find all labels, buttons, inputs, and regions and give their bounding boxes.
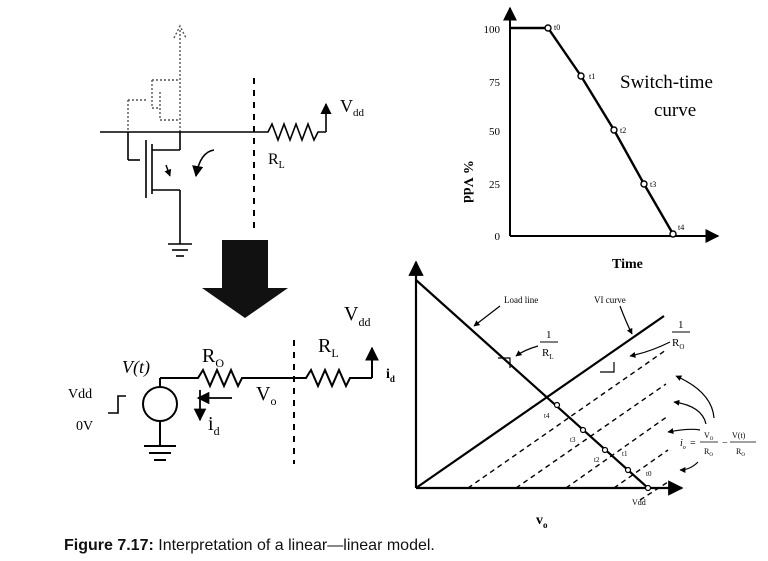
switch-ylabel: % Vdd bbox=[460, 160, 475, 203]
vi-point-t3 bbox=[579, 426, 587, 434]
switch-point-t3 bbox=[640, 180, 648, 188]
ytick-0: 0 bbox=[495, 231, 501, 243]
top-rl-label: RL bbox=[268, 151, 285, 171]
switch-label-t4: t4 bbox=[678, 223, 684, 232]
equation-arrows bbox=[667, 375, 715, 473]
svg-text:1: 1 bbox=[546, 329, 552, 341]
current-arrow-icon bbox=[192, 149, 215, 178]
bottom-vdd-label: Vdd bbox=[344, 303, 370, 329]
source-high-label: Vdd bbox=[68, 387, 92, 402]
switch-point-t2 bbox=[610, 126, 618, 134]
vi-point-t2 bbox=[601, 446, 609, 454]
vi-label-t2: t2 bbox=[594, 456, 600, 464]
top-transistor-circuit: Vdd RL bbox=[100, 24, 365, 257]
svg-text:=: = bbox=[690, 438, 696, 449]
vo-label: Vo bbox=[256, 383, 276, 408]
vi-point-t4 bbox=[553, 401, 561, 409]
slope-ro-fraction: 1 RO bbox=[672, 319, 690, 351]
vi-curve bbox=[415, 315, 665, 489]
vi-vdd-tick: Vdd bbox=[632, 498, 646, 507]
ytick-75: 75 bbox=[489, 77, 501, 89]
source-low-label: 0V bbox=[76, 419, 93, 434]
resistor-ro bbox=[192, 367, 300, 389]
ytick-50: 50 bbox=[489, 126, 501, 138]
svg-text:−: − bbox=[722, 438, 728, 449]
load-line-label: Load line bbox=[504, 295, 538, 305]
switch-curve bbox=[510, 26, 675, 235]
svg-text:io: io bbox=[680, 438, 686, 451]
switch-label-t0: t0 bbox=[554, 23, 560, 32]
slope-triangle-rl bbox=[498, 357, 511, 368]
id-label: id bbox=[208, 413, 220, 438]
switch-point-t1 bbox=[577, 72, 585, 80]
caption-label: Figure 7.17: bbox=[64, 537, 154, 554]
vi-label-t3: t3 bbox=[570, 436, 576, 444]
vi-point-t0 bbox=[644, 484, 652, 492]
switch-label-t2: t2 bbox=[620, 126, 626, 135]
vi-curve-label: VI curve bbox=[594, 295, 626, 305]
resistor-rl-bottom bbox=[300, 367, 372, 389]
figure-caption: Figure 7.17: Interpretation of a linear—… bbox=[64, 537, 435, 555]
vi-label-t1: t1 bbox=[622, 450, 628, 458]
load-line bbox=[415, 279, 649, 489]
svg-text:RO: RO bbox=[672, 337, 684, 351]
switch-point-t0 bbox=[544, 24, 552, 32]
svg-text:RL: RL bbox=[542, 347, 554, 361]
svg-text:RO: RO bbox=[704, 447, 713, 458]
vi-point-t1 bbox=[624, 466, 632, 474]
svg-text:V(t): V(t) bbox=[732, 431, 746, 440]
slope-triangle-ro bbox=[600, 362, 615, 373]
svg-text:1: 1 bbox=[678, 319, 684, 331]
switch-time-chart: 100 75 50 25 0 % Vdd Time Switch-time cu… bbox=[460, 6, 720, 272]
vi-ylabel: id bbox=[386, 367, 395, 384]
shifted-vi-lines bbox=[467, 349, 669, 501]
voltage-source-icon bbox=[142, 386, 178, 422]
switch-point-t4 bbox=[669, 230, 677, 238]
pmos-dotted bbox=[127, 30, 181, 132]
caption-text: Interpretation of a linear—linear model. bbox=[158, 537, 435, 554]
svg-text:RO: RO bbox=[736, 447, 745, 458]
ytick-100: 100 bbox=[484, 24, 501, 36]
switch-title-2: curve bbox=[654, 100, 696, 121]
vi-label-t0: t0 bbox=[646, 470, 652, 478]
vi-label-t4: t4 bbox=[544, 412, 550, 420]
nmos-transistor bbox=[100, 131, 262, 257]
vi-xlabel: vo bbox=[536, 513, 548, 530]
switch-label-t3: t3 bbox=[650, 180, 656, 189]
bottom-linear-circuit: V(t) RO RL Vdd Vo id Vdd 0V bbox=[68, 303, 379, 464]
rl-label-bottom: RL bbox=[318, 335, 339, 360]
slope-rl-fraction: 1 RL bbox=[540, 329, 558, 361]
vi-chart: id vo t4 t3 t2 t1 t0 bbox=[386, 260, 756, 530]
current-equation: io = VO RO − V(t) RO bbox=[680, 431, 756, 458]
ro-label: RO bbox=[202, 345, 224, 370]
switch-title-1: Switch-time bbox=[620, 72, 713, 93]
ytick-25: 25 bbox=[489, 179, 501, 191]
resistor-rl-top bbox=[262, 121, 326, 143]
vt-label: V(t) bbox=[122, 357, 150, 378]
switch-label-t1: t1 bbox=[589, 72, 595, 81]
step-waveform-icon bbox=[108, 395, 126, 414]
svg-text:VO: VO bbox=[704, 431, 714, 442]
down-arrow-icon bbox=[202, 240, 288, 318]
top-vdd-label: Vdd bbox=[340, 96, 365, 119]
switch-xlabel: Time bbox=[612, 257, 643, 272]
